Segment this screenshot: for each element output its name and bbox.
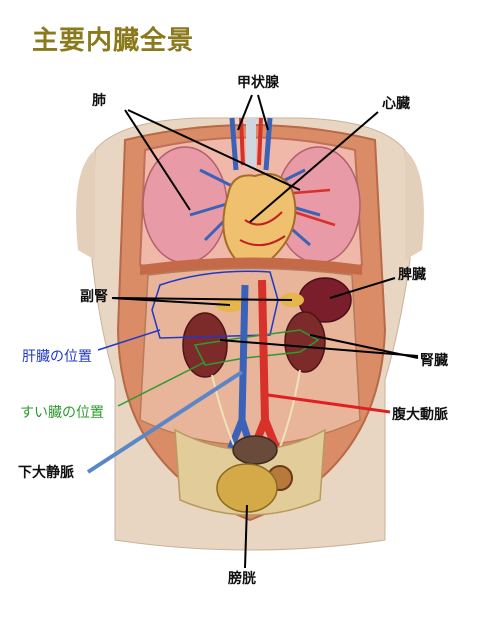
right-shoulder xyxy=(405,150,424,260)
leader-heart xyxy=(249,111,379,223)
diaphragm xyxy=(140,257,362,275)
leader-thyroid-right xyxy=(257,94,269,131)
label-spleen: 脾臓 xyxy=(398,267,426,283)
pancreas-position-outline xyxy=(193,329,320,366)
leader-kidney-left xyxy=(219,339,419,357)
label-inferior-vena-cava: 下大静脈 xyxy=(18,465,74,481)
liver-position-outline xyxy=(151,270,279,339)
leader-bladder xyxy=(244,504,248,569)
label-heart: 心臓 xyxy=(382,96,410,112)
label-liver-position: 肝臓の位置 xyxy=(22,349,92,365)
leader-aorta xyxy=(267,393,391,414)
leader-thyroid-left xyxy=(237,94,253,131)
label-bladder: 膀胱 xyxy=(228,571,256,587)
kidney-right xyxy=(284,311,326,373)
leader-adrenal-right xyxy=(111,297,293,301)
kidney-left xyxy=(182,312,228,378)
leader-vena-cava xyxy=(86,370,244,474)
label-kidney: 腎臓 xyxy=(420,353,448,369)
label-pancreas-position: すい臓の位置 xyxy=(20,405,104,421)
label-thyroid: 甲状腺 xyxy=(237,75,279,91)
leader-lung-left xyxy=(124,109,191,211)
leader-lung-right xyxy=(127,109,301,191)
leader-kidney-right xyxy=(309,334,419,359)
neck-veins xyxy=(229,117,273,171)
label-adrenal: 副腎 xyxy=(80,289,108,305)
neck-arteries xyxy=(239,117,263,166)
label-abdominal-aorta: 腹大動脈 xyxy=(392,407,448,423)
leader-lines xyxy=(86,94,419,569)
left-lung xyxy=(142,146,228,264)
leader-liver xyxy=(97,329,161,351)
rectum xyxy=(232,435,278,465)
label-lung: 肺 xyxy=(92,93,106,109)
bladder xyxy=(216,463,278,513)
leader-pancreas xyxy=(117,361,206,407)
diagram-title: 主要内臓全景 xyxy=(32,26,195,56)
left-shoulder xyxy=(76,150,95,260)
leader-spleen xyxy=(329,277,396,299)
heart xyxy=(222,172,297,268)
heart-vessels xyxy=(239,211,286,247)
trachea xyxy=(246,118,256,168)
